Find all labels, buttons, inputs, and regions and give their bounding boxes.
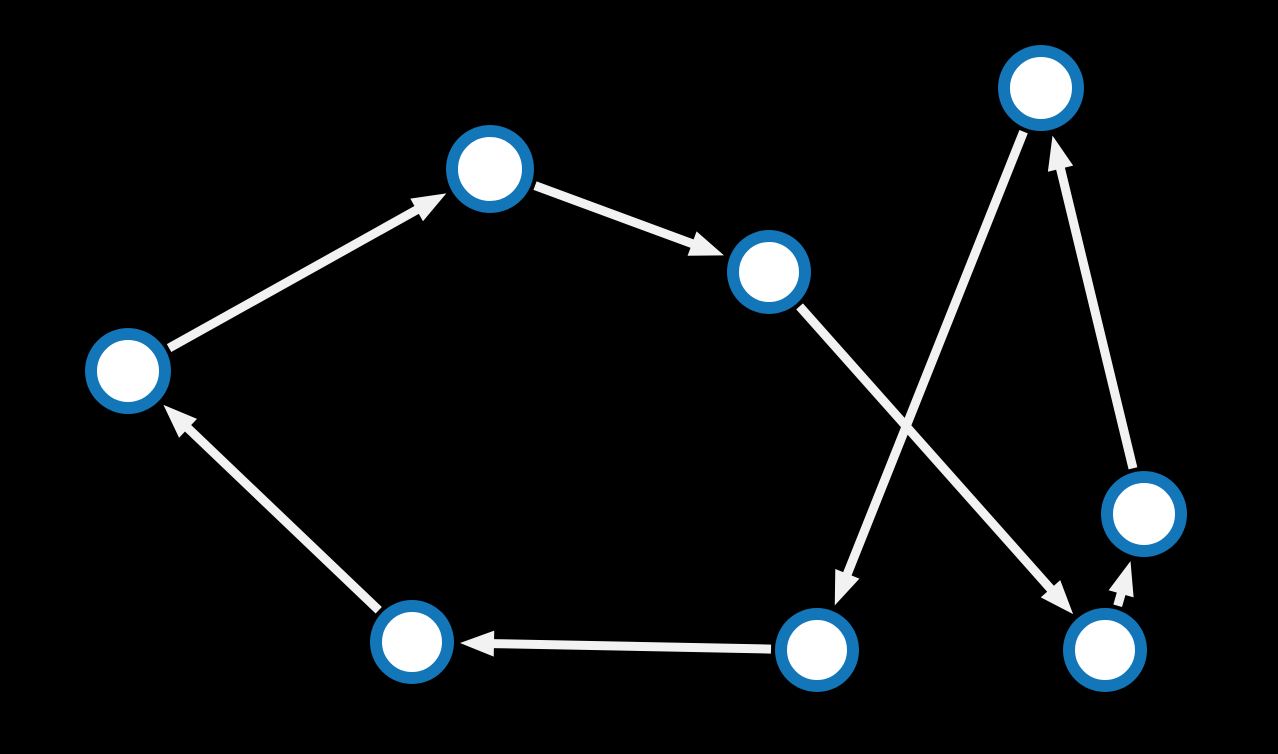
node-circle [85,328,171,414]
graph-edge-n2-to-n3[interactable] [533,181,724,256]
graph-edge-n8-to-n5[interactable] [1108,561,1134,608]
edge-line [166,205,421,353]
graph-node-n4[interactable] [998,45,1084,131]
graph-edge-n5-to-n4[interactable] [1047,135,1138,470]
graph-node-n8[interactable] [1063,608,1147,692]
graph-edge-n7-to-n6[interactable] [459,630,772,657]
node-circle [1063,608,1147,692]
graph-node-n1[interactable] [85,328,171,414]
edge-layer [163,129,1138,657]
graph-node-n2[interactable] [446,125,534,213]
graph-node-n3[interactable] [727,230,811,314]
node-circle [775,608,859,692]
node-circle [446,125,534,213]
edge-line [1113,590,1126,608]
edge-line [796,303,1056,594]
node-circle [727,230,811,314]
node-circle [998,45,1084,131]
node-layer [85,45,1187,692]
edge-line [1055,165,1138,470]
edge-line [533,181,696,249]
edge-arrowhead-icon [410,193,447,222]
edge-line [842,129,1028,578]
edge-arrowhead-icon [163,404,198,438]
edge-arrowhead-icon [834,569,860,606]
edge-line [183,423,382,614]
graph-node-n6[interactable] [370,600,454,684]
node-circle [1101,471,1187,557]
node-circle [370,600,454,684]
edge-arrowhead-icon [1040,580,1074,615]
graph-node-n5[interactable] [1101,471,1187,557]
edge-arrowhead-icon [687,231,724,256]
edge-arrowhead-icon [1047,135,1074,172]
edge-arrowhead-icon [459,630,495,657]
graph-edge-n4-to-n7[interactable] [834,129,1028,606]
edge-arrowhead-icon [1108,561,1134,598]
graph-edge-n6-to-n1[interactable] [163,404,382,614]
graph-edge-n1-to-n2[interactable] [166,193,447,353]
graph-edge-n3-to-n8[interactable] [796,303,1074,615]
edge-line [491,639,772,654]
graph-node-n7[interactable] [775,608,859,692]
